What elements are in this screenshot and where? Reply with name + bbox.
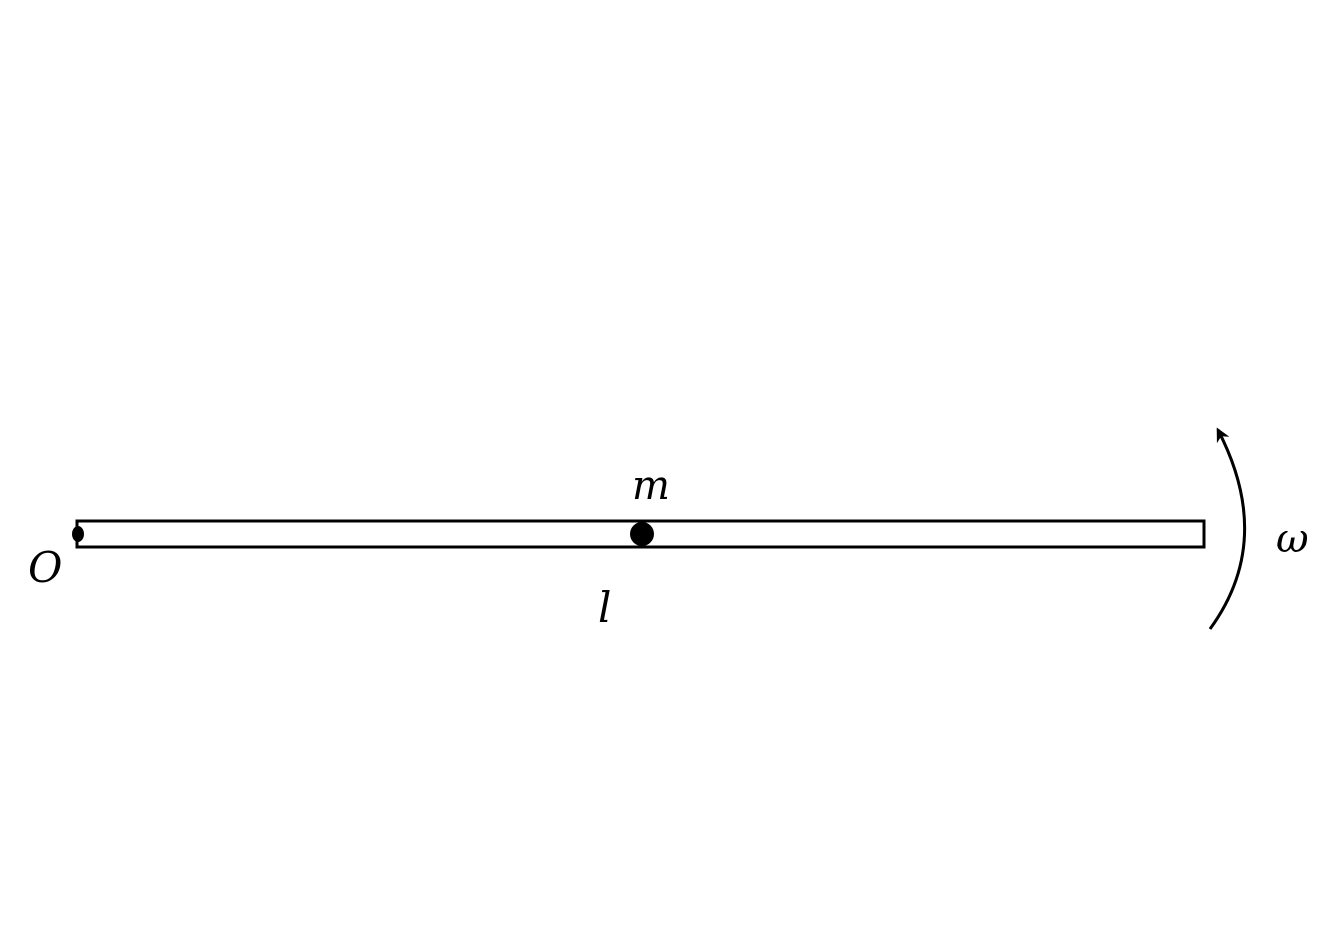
rotation-arrow: [1208, 427, 1247, 630]
pivot-point: [72, 526, 84, 542]
length-label: l: [598, 583, 611, 632]
pivot-label: O: [28, 543, 62, 592]
angular-velocity-label: ω: [1276, 516, 1309, 562]
mass-label: m: [632, 463, 670, 509]
point-mass: [630, 522, 654, 546]
